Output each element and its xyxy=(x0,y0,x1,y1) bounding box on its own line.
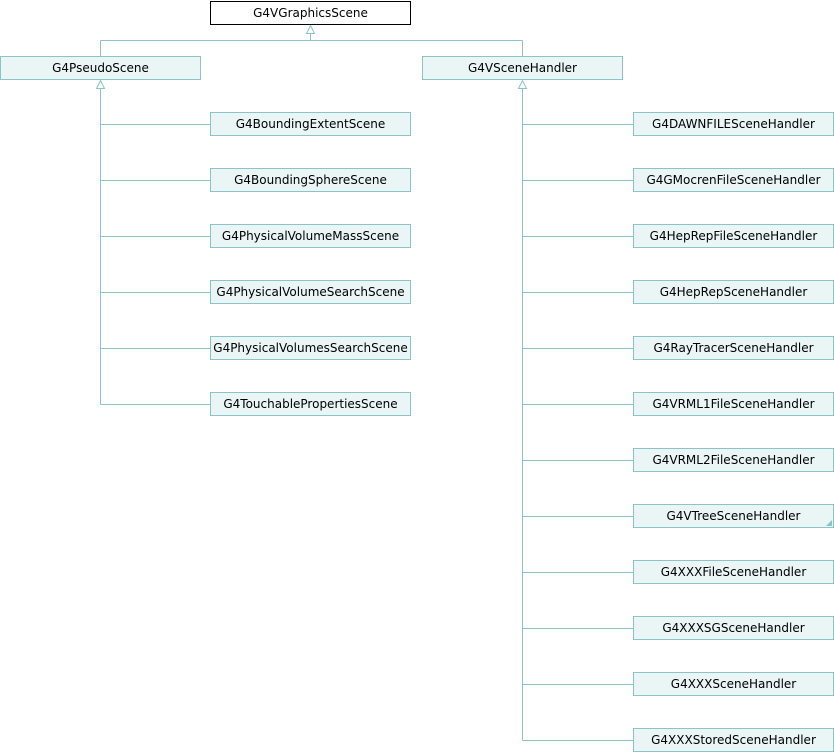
class-node[interactable]: G4HepRepSceneHandler xyxy=(633,280,834,304)
class-node[interactable]: G4GMocrenFileSceneHandler xyxy=(633,168,834,192)
class-node-label: G4VRML1FileSceneHandler xyxy=(652,397,815,411)
class-node[interactable]: G4PhysicalVolumeMassScene xyxy=(210,224,411,248)
class-node[interactable]: G4XXXSGSceneHandler xyxy=(633,616,834,640)
class-node-label: G4VSceneHandler xyxy=(468,61,577,75)
class-node-label: G4XXXSGSceneHandler xyxy=(662,621,805,635)
class-node-label: G4GMocrenFileSceneHandler xyxy=(646,173,821,187)
class-node-label: G4VTreeSceneHandler xyxy=(666,509,801,523)
class-node-label: G4BoundingExtentScene xyxy=(235,117,386,131)
class-node-label: G4PhysicalVolumeSearchScene xyxy=(216,285,405,299)
class-node-label: G4TouchablePropertiesScene xyxy=(223,397,398,411)
class-node[interactable]: G4XXXFileSceneHandler xyxy=(633,560,834,584)
class-node-label: G4PhysicalVolumeMassScene xyxy=(221,229,400,243)
class-node[interactable]: G4XXXStoredSceneHandler xyxy=(633,728,834,752)
inheritance-arrowhead xyxy=(517,79,528,89)
class-node[interactable]: G4XXXSceneHandler xyxy=(633,672,834,696)
more-subclasses-marker xyxy=(826,520,832,526)
class-node[interactable]: G4VRML2FileSceneHandler xyxy=(633,448,834,472)
inheritance-arrowhead xyxy=(95,79,106,89)
class-node[interactable]: G4VTreeSceneHandler xyxy=(633,504,834,528)
class-node-label: G4VRML2FileSceneHandler xyxy=(652,453,815,467)
class-node-label: G4XXXSceneHandler xyxy=(670,677,797,691)
class-node[interactable]: G4VRML1FileSceneHandler xyxy=(633,392,834,416)
class-node[interactable]: G4BoundingExtentScene xyxy=(210,112,411,136)
root-class-label: G4VGraphicsScene xyxy=(253,6,368,20)
class-node-pseudo-scene[interactable]: G4PseudoScene xyxy=(0,56,201,80)
class-node[interactable]: G4TouchablePropertiesScene xyxy=(210,392,411,416)
class-node-label: G4BoundingSphereScene xyxy=(234,173,387,187)
inheritance-arrowhead xyxy=(305,24,316,34)
class-node[interactable]: G4DAWNFILESceneHandler xyxy=(633,112,834,136)
class-node-label: G4RayTracerSceneHandler xyxy=(653,341,814,355)
class-node-label: G4PseudoScene xyxy=(52,61,149,75)
class-node-label: G4PhysicalVolumesSearchScene xyxy=(213,341,408,355)
class-node-label: G4HepRepFileSceneHandler xyxy=(649,229,818,243)
class-node[interactable]: G4PhysicalVolumesSearchScene xyxy=(210,336,411,360)
class-node[interactable]: G4RayTracerSceneHandler xyxy=(633,336,834,360)
root-class-node: G4VGraphicsScene xyxy=(210,1,411,25)
class-node[interactable]: G4BoundingSphereScene xyxy=(210,168,411,192)
class-node-label: G4XXXFileSceneHandler xyxy=(660,565,807,579)
class-node-scene-handler[interactable]: G4VSceneHandler xyxy=(422,56,623,80)
class-node-label: G4XXXStoredSceneHandler xyxy=(651,733,816,747)
class-node-label: G4HepRepSceneHandler xyxy=(659,285,808,299)
class-node[interactable]: G4PhysicalVolumeSearchScene xyxy=(210,280,411,304)
class-node[interactable]: G4HepRepFileSceneHandler xyxy=(633,224,834,248)
class-node-label: G4DAWNFILESceneHandler xyxy=(652,117,815,131)
